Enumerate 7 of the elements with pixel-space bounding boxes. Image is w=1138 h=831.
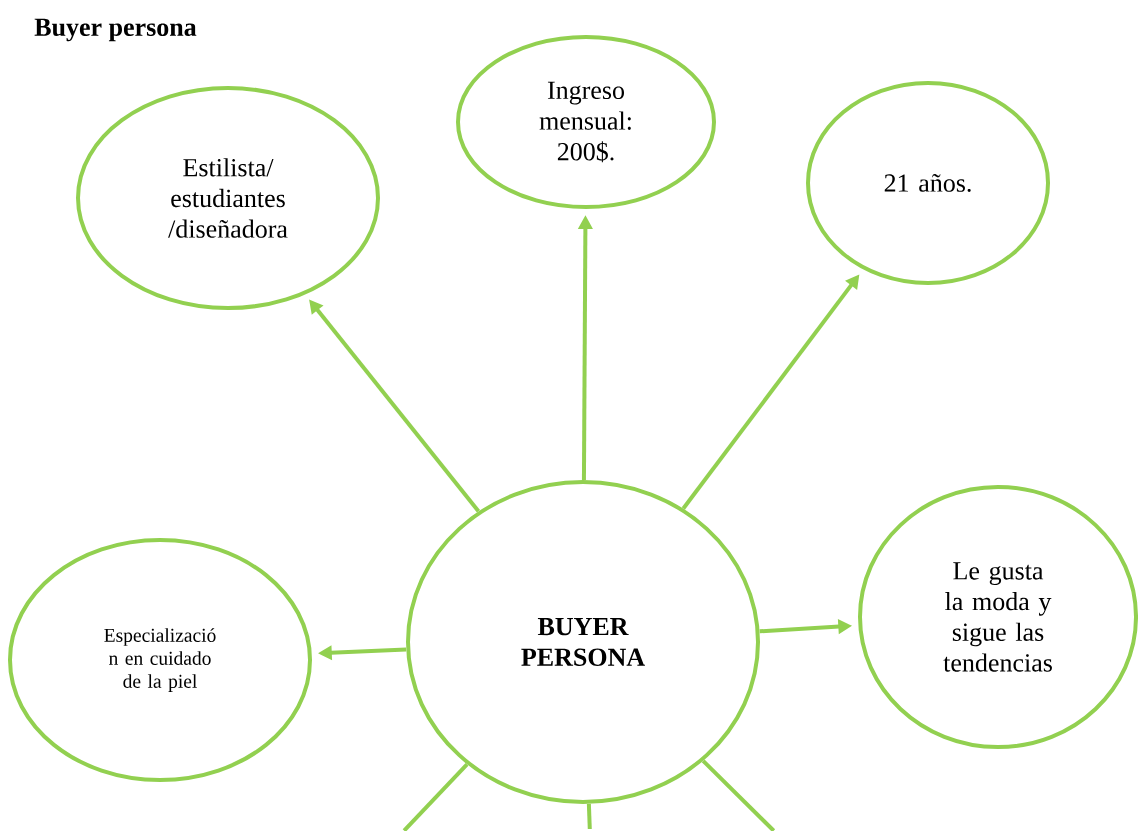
ellipse-node: Especializació n en cuidado de la piel: [8, 538, 312, 782]
heading: Buyer persona: [34, 18, 197, 42]
ellipse-node: Ingreso mensual: 200$.: [456, 35, 716, 209]
ellipse-node: Le gusta la moda y sigue las tendencias: [858, 485, 1138, 749]
ellipse-node: Estilista/ estudiantes /diseñadora: [76, 86, 380, 310]
ellipse-node: 21 años.: [806, 81, 1050, 285]
ellipse-node: BUYER PERSONA: [406, 480, 760, 804]
